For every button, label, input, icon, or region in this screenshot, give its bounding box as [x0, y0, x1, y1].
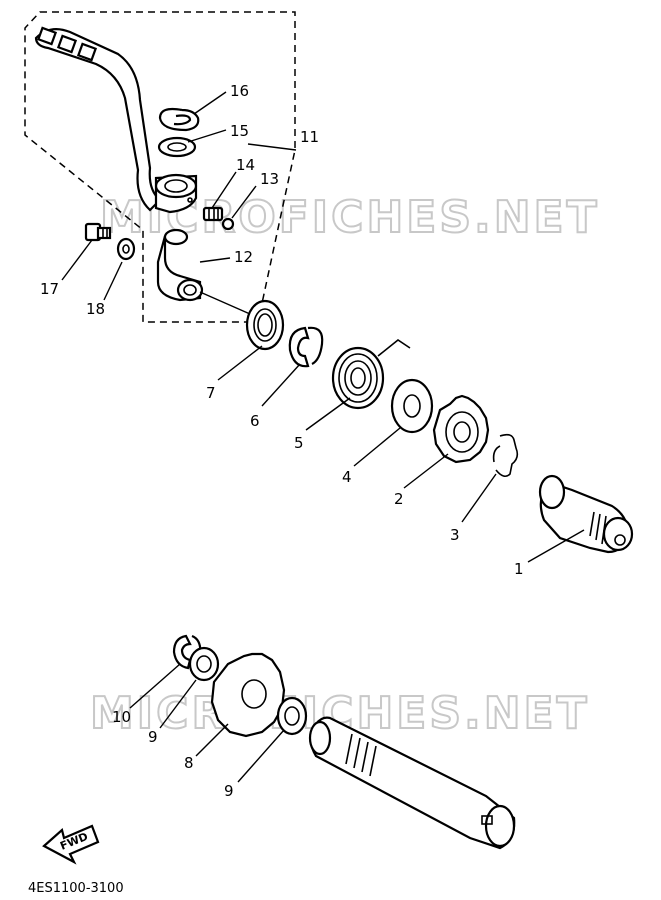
kick-torsion-spring — [331, 339, 411, 410]
idle-gear-shaft — [308, 716, 516, 850]
circlip — [158, 107, 200, 132]
callout-18: 18 — [86, 300, 105, 318]
callout-6: 6 — [250, 412, 260, 430]
callout-9-lower: 9 — [224, 782, 234, 800]
pinch-bolt — [202, 206, 224, 222]
callout-14: 14 — [236, 156, 255, 174]
callout-4: 4 — [342, 468, 352, 486]
callout-labels: 1 2 3 4 5 6 7 8 9 9 10 11 12 13 14 15 16… — [40, 82, 524, 800]
callout-9-upper: 9 — [148, 728, 158, 746]
callout-10: 10 — [112, 708, 131, 726]
callout-15: 15 — [230, 122, 249, 140]
kick-boss — [156, 228, 204, 302]
leader-lines — [61, 91, 585, 783]
callout-2: 2 — [394, 490, 404, 508]
diagram-code: 4ES1100-3100 — [28, 881, 124, 896]
kick-crank-lever — [34, 26, 198, 214]
kick-crank-group-outline — [24, 11, 296, 323]
flange-bolt — [84, 222, 112, 242]
callout-13: 13 — [260, 170, 279, 188]
washer-9-lower — [276, 696, 308, 736]
callout-11: 11 — [300, 128, 319, 146]
assembly-axis-line — [199, 291, 251, 315]
kick-clip — [492, 433, 519, 478]
callout-7: 7 — [206, 384, 216, 402]
washer-15 — [157, 136, 197, 158]
callout-1: 1 — [514, 560, 524, 578]
callout-3: 3 — [450, 526, 460, 544]
washer-9-upper — [188, 646, 220, 682]
callout-17: 17 — [40, 280, 59, 298]
washer-18 — [116, 237, 136, 261]
callout-5: 5 — [294, 434, 304, 452]
kick-axle — [538, 474, 634, 554]
circlip-6 — [288, 326, 324, 368]
forward-direction-arrow: FWD — [42, 824, 100, 865]
kick-idle-gear — [210, 652, 286, 738]
callout-12: 12 — [234, 248, 253, 266]
oil-seal — [245, 299, 285, 351]
spring-guide-washer — [390, 378, 434, 434]
steel-ball — [221, 217, 235, 231]
callout-8: 8 — [184, 754, 194, 772]
kick-gear — [432, 394, 490, 464]
callout-16: 16 — [230, 82, 249, 100]
